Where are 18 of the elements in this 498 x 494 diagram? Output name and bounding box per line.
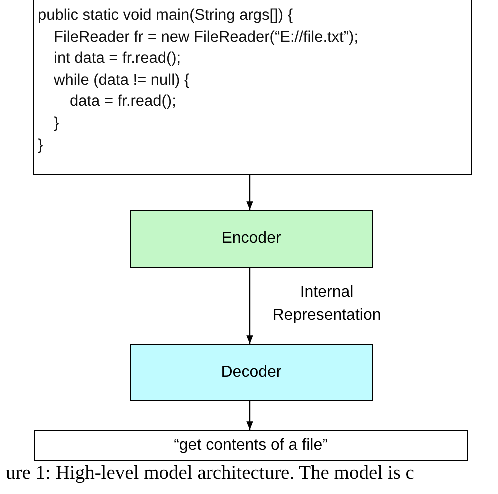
box-label: Decoder: [221, 364, 282, 382]
code-line: data = fr.read();: [69, 92, 178, 112]
code-line: public static void main(String args[]) {: [38, 6, 294, 26]
arrow: [246, 268, 254, 344]
code-line: }: [38, 136, 44, 156]
code-line: FileReader fr = new FileReader(“E://file.txt”);: [53, 28, 360, 48]
box-label: “get contents of a file”: [174, 436, 328, 454]
code-line: }: [53, 114, 60, 134]
process-box: [130, 210, 373, 268]
figure-caption: ure 1: High-level model architecture. The model is c: [6, 463, 414, 485]
process-box: [130, 344, 373, 401]
arrow: [246, 175, 254, 210]
code-line: while (data != null) {: [53, 70, 191, 91]
arrow: [246, 401, 254, 430]
box-label: Encoder: [222, 230, 282, 248]
code-line: int data = fr.read();: [53, 49, 182, 70]
code-box: [33, 0, 472, 175]
process-box: [34, 430, 468, 461]
